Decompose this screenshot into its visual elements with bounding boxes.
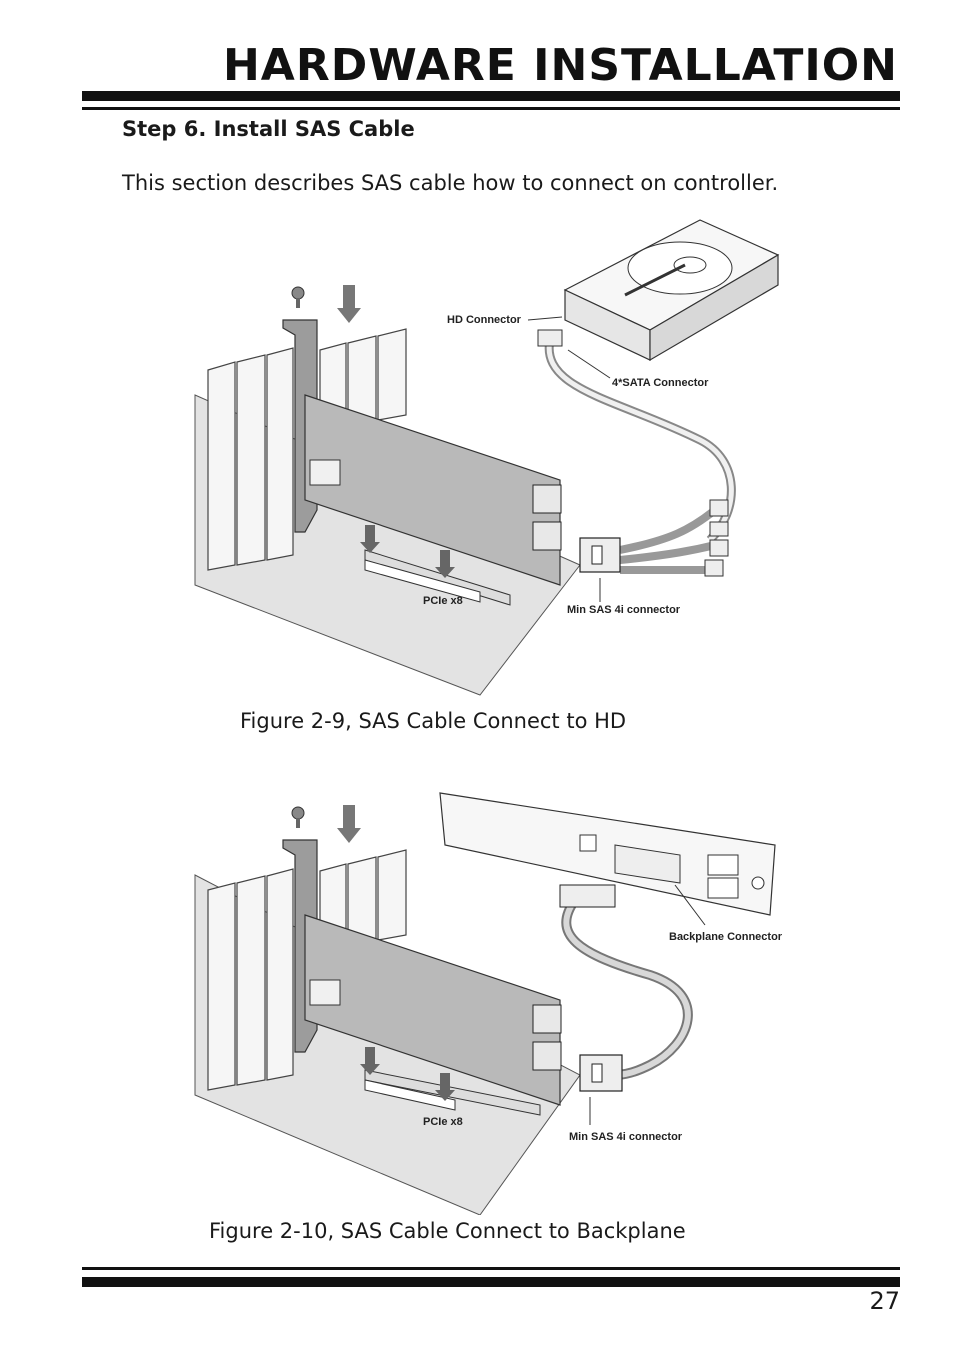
hd-cable-plug xyxy=(537,329,563,347)
page-number: 27 xyxy=(869,1287,900,1315)
sas-port-2 xyxy=(532,521,562,551)
insert-arrows-icon xyxy=(360,525,455,578)
hard-drive xyxy=(563,219,780,362)
raid-controller-card xyxy=(304,914,561,1106)
footer-rule-thick xyxy=(82,1277,900,1287)
figure-caption-2-9: Figure 2-9, SAS Cable Connect to HD xyxy=(240,709,627,733)
down-arrow-icon xyxy=(337,805,361,843)
header-rule-thin xyxy=(82,107,900,110)
screw-icon xyxy=(291,806,305,828)
step-heading: Step 6. Install SAS Cable xyxy=(122,117,415,141)
screw-icon xyxy=(291,286,305,308)
label-sata-connector: 4*SATA Connector xyxy=(612,377,709,389)
backplane-connector-port xyxy=(614,844,681,884)
label-pcie: PCIe x8 xyxy=(423,595,463,607)
sas-port-2 xyxy=(532,1041,562,1071)
label-hd-connector: HD Connector xyxy=(447,314,522,326)
label-pcie: PCIe x8 xyxy=(423,1116,463,1128)
label-min-sas: Min SAS 4i connector xyxy=(567,604,681,616)
label-backplane-connector: Backplane Connector xyxy=(669,931,783,943)
figure-sas-cable-to-hd: PCIe x8 HD Connector 4*SATA Connector Mi… xyxy=(194,219,780,696)
header-rule-thick xyxy=(82,91,900,101)
footer-rule-thin xyxy=(82,1267,900,1270)
backplane-cable-plug xyxy=(559,884,616,908)
pcie-slot-front xyxy=(364,559,481,603)
backplane-board xyxy=(439,792,776,916)
controller-chip xyxy=(309,459,341,486)
raid-controller-card xyxy=(304,394,561,586)
pcie-slot-front xyxy=(364,1079,456,1111)
page-title: HARDWARE INSTALLATION xyxy=(222,40,898,91)
case-slot-brackets xyxy=(207,849,407,1091)
controller-chip xyxy=(309,979,341,1006)
insert-arrows-icon xyxy=(360,1047,455,1101)
down-arrow-icon xyxy=(337,285,361,323)
intro-paragraph: This section describes SAS cable how to … xyxy=(122,171,779,195)
label-min-sas: Min SAS 4i connector xyxy=(569,1131,683,1143)
figure-caption-2-10: Figure 2-10, SAS Cable Connect to Backpl… xyxy=(209,1219,686,1243)
figure-sas-cable-to-backplane: PCIe x8 Backplane Connector Min SAS 4i c… xyxy=(194,792,783,1215)
sas-port-1 xyxy=(532,484,562,514)
sas-port-1 xyxy=(532,1004,562,1034)
sata-plugs xyxy=(704,499,729,577)
